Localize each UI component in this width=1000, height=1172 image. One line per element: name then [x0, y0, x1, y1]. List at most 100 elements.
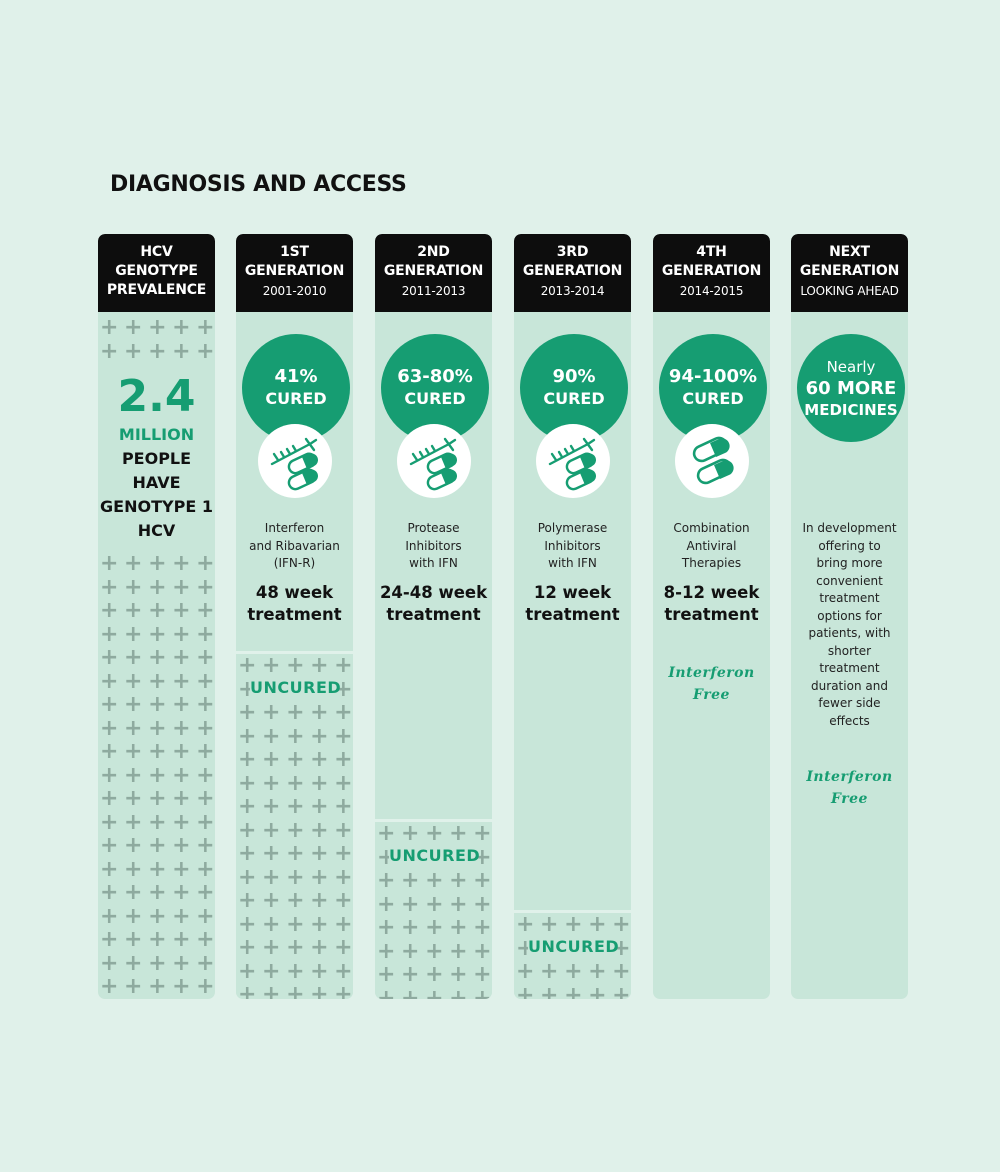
- desc-line: (IFN-R): [273, 556, 316, 570]
- header-sub: 2013-2014: [540, 284, 605, 298]
- page-title: DIAGNOSIS AND ACCESS: [110, 172, 407, 197]
- cured-circle: 63-80% CURED: [381, 334, 489, 442]
- desc-line: Combination: [673, 521, 750, 535]
- header-line: GENERATION: [383, 263, 484, 279]
- treatment-duration: 24-48 week treatment: [375, 582, 492, 626]
- desc-line: treatment: [819, 661, 880, 675]
- column-prevalence: HCV GENOTYPE PREVALENCE +++++ +++++ ++++…: [98, 234, 215, 999]
- header-sub: 2014-2015: [679, 284, 744, 298]
- cured-label: CURED: [543, 389, 605, 408]
- column-body: +++++ +++++ +++++ +++++ +++++ +++++ ++++…: [98, 312, 215, 999]
- uncured-zone: +++++ +++++ +++++ +++++ +++++ +++++ ++++…: [236, 651, 353, 999]
- prevalence-unit: MILLION: [118, 425, 195, 444]
- cured-label: CURED: [265, 389, 327, 408]
- header-sub: LOOKING AHEAD: [800, 284, 899, 298]
- desc-line: effects: [829, 713, 870, 728]
- uncured-label: UNCURED: [389, 845, 481, 867]
- desc-line: Inhibitors: [405, 538, 462, 553]
- desc-line: options for: [817, 608, 882, 623]
- header-line: GENOTYPE: [115, 263, 198, 279]
- desc-line: convenient: [816, 573, 883, 588]
- header-line: NEXT: [829, 244, 870, 260]
- uncured-label: UNCURED: [528, 936, 620, 958]
- plus-pattern: +++++ +++++: [100, 316, 215, 364]
- header-line: 2ND: [417, 244, 450, 260]
- desc-line: with IFN: [548, 556, 597, 570]
- desc-line: bring more: [816, 556, 883, 570]
- uncured-zone: +++++ +++++ +++++ +++++ +++++UNCURED: [514, 910, 631, 999]
- header-line: GENERATION: [522, 263, 623, 279]
- desc-line: Protease: [407, 521, 460, 535]
- pills-icon: [675, 424, 749, 498]
- next-medicines-circle: Nearly 60 MORE MEDICINES: [797, 334, 905, 442]
- circle-line: Nearly: [826, 357, 876, 376]
- treatment-duration: 48 week treatment: [236, 582, 353, 626]
- header-line: 1ST: [280, 244, 309, 260]
- treatment-line: 24-48 week: [379, 583, 488, 602]
- desc-line: Therapies: [681, 556, 742, 570]
- prevalence-line: HCV: [137, 521, 176, 540]
- header-line: 4TH: [696, 244, 727, 260]
- column-header: 4TH GENERATION 2014-2015: [653, 234, 770, 312]
- header-line: HCV: [140, 244, 173, 260]
- desc-line: treatment: [819, 591, 880, 605]
- desc-line: and Ribavarian: [249, 538, 340, 553]
- header-line: 3RD: [556, 244, 589, 260]
- treatment-line: treatment: [525, 605, 620, 624]
- column-generation-2: 2ND GENERATION 2011-2013 63-80% CURED Proteas…: [375, 234, 492, 999]
- column-header: HCV GENOTYPE PREVALENCE: [98, 234, 215, 312]
- desc-line: shorter: [827, 643, 872, 658]
- prevalence-line: PEOPLE: [121, 449, 192, 468]
- circle-line: 60 MORE: [805, 377, 897, 399]
- desc-line: patients, with: [808, 626, 891, 640]
- interferon-free-label: Interferon: [668, 665, 755, 681]
- header-line: PREVALENCE: [106, 282, 207, 298]
- circle-line: MEDICINES: [804, 400, 898, 419]
- desc-line: Polymerase: [537, 521, 608, 535]
- treatment-line: 8-12 week: [663, 583, 760, 602]
- treatment-line: treatment: [664, 605, 759, 624]
- desc-line: offering to: [818, 538, 881, 553]
- desc-line: with IFN: [409, 556, 458, 570]
- desc-line: fewer side: [818, 696, 881, 710]
- desc-line: In development: [802, 521, 897, 535]
- header-line: GENERATION: [799, 263, 900, 279]
- uncured-zone: +++++ +++++ +++++ +++++ +++++ +++++ ++++…: [375, 819, 492, 999]
- prevalence-line: GENOTYPE 1: [100, 497, 213, 516]
- syringe-pills-icon: [536, 424, 610, 498]
- column-next-generation: NEXT GENERATION LOOKING AHEAD Nearly 60 …: [791, 234, 908, 999]
- header-line: GENERATION: [244, 263, 345, 279]
- plus-pattern: +++++ +++++ +++++ +++++ +++++ +++++ ++++…: [100, 552, 215, 997]
- cured-label: CURED: [404, 389, 466, 408]
- cured-percent: 94-100%: [668, 366, 758, 387]
- desc-line: duration and: [811, 678, 888, 693]
- column-header: 2ND GENERATION 2011-2013: [375, 234, 492, 312]
- interferon-free-label: Interferon: [806, 769, 893, 785]
- next-description: In development offering to bring more co…: [795, 520, 904, 730]
- header-line: GENERATION: [661, 263, 762, 279]
- plus-pattern: +++++ +++++ +++++ +++++ +++++ +++++ ++++…: [238, 654, 353, 999]
- cured-percent: 63-80%: [397, 366, 473, 387]
- treatment-line: treatment: [247, 605, 342, 624]
- desc-line: Antiviral: [686, 538, 737, 553]
- cured-percent: 41%: [274, 366, 318, 387]
- treatment-line: 48 week: [255, 583, 334, 602]
- desc-line: Inhibitors: [544, 538, 601, 553]
- column-header: NEXT GENERATION LOOKING AHEAD: [791, 234, 908, 312]
- treatment-line: treatment: [386, 605, 481, 624]
- prevalence-number: 2.4: [117, 371, 196, 422]
- interferon-free-label: Free: [831, 791, 868, 807]
- interferon-free-label: Free: [693, 687, 730, 703]
- prevalence-line: HAVE: [132, 473, 181, 492]
- uncured-label: UNCURED: [250, 677, 342, 699]
- cured-label: CURED: [682, 389, 744, 408]
- header-sub: 2011-2013: [401, 284, 466, 298]
